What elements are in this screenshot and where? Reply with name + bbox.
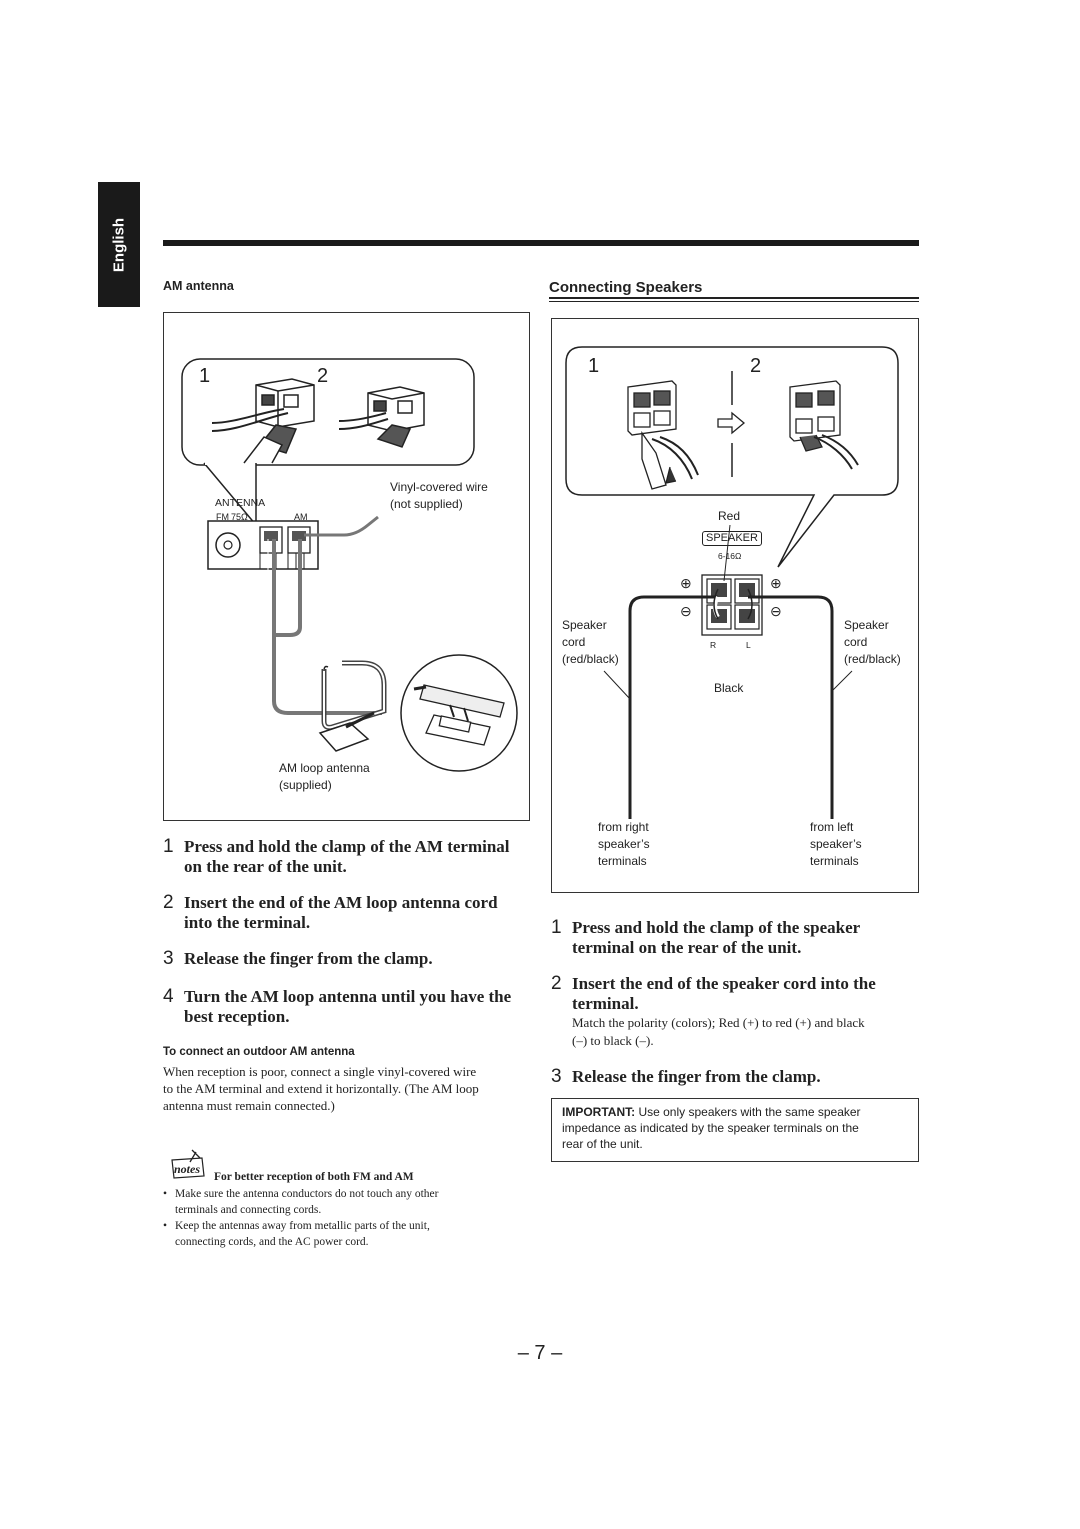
speaker-step1-number: 1 bbox=[588, 355, 600, 377]
am-loop-cord-1 bbox=[272, 539, 382, 715]
important-box: IMPORTANT: Use only speakers with the sa… bbox=[551, 1098, 919, 1162]
connecting-speakers-heading: Connecting Speakers bbox=[549, 279, 703, 296]
antenna-label: ANTENNA bbox=[215, 497, 266, 509]
am-antenna-figure: ANTENNA FM 75Ω AM Vinyl-covered wire (no… bbox=[163, 312, 530, 821]
speaker-cord-left-label: Speaker cord (red/black) bbox=[562, 618, 619, 666]
speaker-step-3: 3 Release the finger from the clamp. bbox=[551, 1066, 821, 1087]
fm-ohm-label: 75Ω bbox=[231, 512, 248, 522]
top-rule bbox=[163, 240, 919, 246]
r-label: R bbox=[710, 640, 717, 650]
speaker-step-1: 1 Press and hold the clamp of the speake… bbox=[551, 917, 861, 958]
language-tab: English bbox=[98, 182, 140, 307]
am-loop-cord-2 bbox=[276, 539, 302, 637]
speaker-step2-number: 2 bbox=[750, 355, 762, 377]
l-label: L bbox=[746, 640, 751, 650]
arrow-icon bbox=[717, 411, 746, 435]
notes-icon bbox=[171, 1149, 205, 1179]
note-item-2: • Keep the antennas away from metallic p… bbox=[163, 1220, 430, 1248]
am-label: AM bbox=[294, 512, 308, 522]
plus-left: ⊕ bbox=[680, 575, 692, 591]
am-clamp-step1 bbox=[211, 378, 315, 464]
am-step-1: 1 Press and hold the clamp of the AM ter… bbox=[163, 836, 510, 877]
am-step1-number: 1 bbox=[199, 365, 211, 387]
page-number: – 7 – bbox=[517, 1342, 563, 1364]
notes-badge: notes bbox=[166, 1148, 210, 1182]
speaker-cord-right-label: Speaker cord (red/black) bbox=[844, 618, 901, 666]
loop-antenna-label-2: (supplied) bbox=[279, 778, 332, 792]
outdoor-antenna-heading: To connect an outdoor AM antenna bbox=[163, 1046, 355, 1058]
speakers-heading-rule-1 bbox=[549, 297, 919, 299]
loop-antenna-label-1: AM loop antenna bbox=[279, 761, 370, 775]
vinyl-wire-label-2: (not supplied) bbox=[390, 497, 463, 511]
am-clamp-step2 bbox=[338, 386, 425, 448]
callout-pointer bbox=[203, 462, 257, 528]
speaker-connection-figure: 1 2 Red SPEAKER 6-16Ω ⊕ ⊕ ⊖ ⊖ R L Black … bbox=[551, 318, 919, 893]
am-antenna-heading: AM antenna bbox=[163, 279, 234, 293]
red-label: Red bbox=[718, 509, 741, 523]
speaker-illustration bbox=[565, 346, 899, 819]
vinyl-wire bbox=[304, 515, 379, 537]
notes-title: For better reception of both FM and AM bbox=[214, 1171, 414, 1183]
speaker-step-2: 2 Insert the end of the speaker cord int… bbox=[551, 973, 876, 1014]
am-step-3: 3 Release the finger from the clamp. bbox=[163, 948, 433, 969]
am-step-4: 4 Turn the AM loop antenna until you hav… bbox=[163, 986, 512, 1027]
magnifier-circle bbox=[400, 654, 518, 772]
from-right-label: from right speaker’s terminals bbox=[598, 820, 650, 868]
magnified-clamp bbox=[413, 684, 505, 746]
right-speaker-cord bbox=[628, 595, 718, 819]
polarity-text: Match the polarity (colors); Red (+) to … bbox=[572, 1015, 865, 1048]
speakers-heading-rule-2 bbox=[549, 301, 919, 302]
am-step2-number: 2 bbox=[317, 365, 329, 387]
speaker-clamp-step2 bbox=[789, 380, 859, 470]
am-step-2: 2 Insert the end of the AM loop antenna … bbox=[163, 892, 498, 933]
minus-right: ⊖ bbox=[770, 603, 782, 619]
speaker-panel-label: SPEAKER bbox=[702, 531, 762, 546]
from-left-label: from left speaker’s terminals bbox=[810, 820, 862, 868]
black-label: Black bbox=[714, 681, 744, 695]
minus-left: ⊖ bbox=[680, 603, 692, 619]
outdoor-antenna-text: When reception is poor, connect a single… bbox=[163, 1064, 479, 1113]
important-label: IMPORTANT: bbox=[562, 1105, 636, 1119]
plus-right: ⊕ bbox=[770, 575, 782, 591]
left-speaker-cord bbox=[748, 595, 834, 819]
vinyl-wire-label-1: Vinyl-covered wire bbox=[390, 480, 488, 494]
impedance-label: 6-16Ω bbox=[718, 551, 742, 561]
am-loop-antenna bbox=[318, 660, 387, 752]
speaker-clamp-step1 bbox=[627, 380, 699, 490]
note-item-1: • Make sure the antenna conductors do no… bbox=[163, 1188, 439, 1216]
am-antenna-illustration bbox=[181, 358, 518, 772]
fm-label: FM bbox=[216, 512, 229, 522]
